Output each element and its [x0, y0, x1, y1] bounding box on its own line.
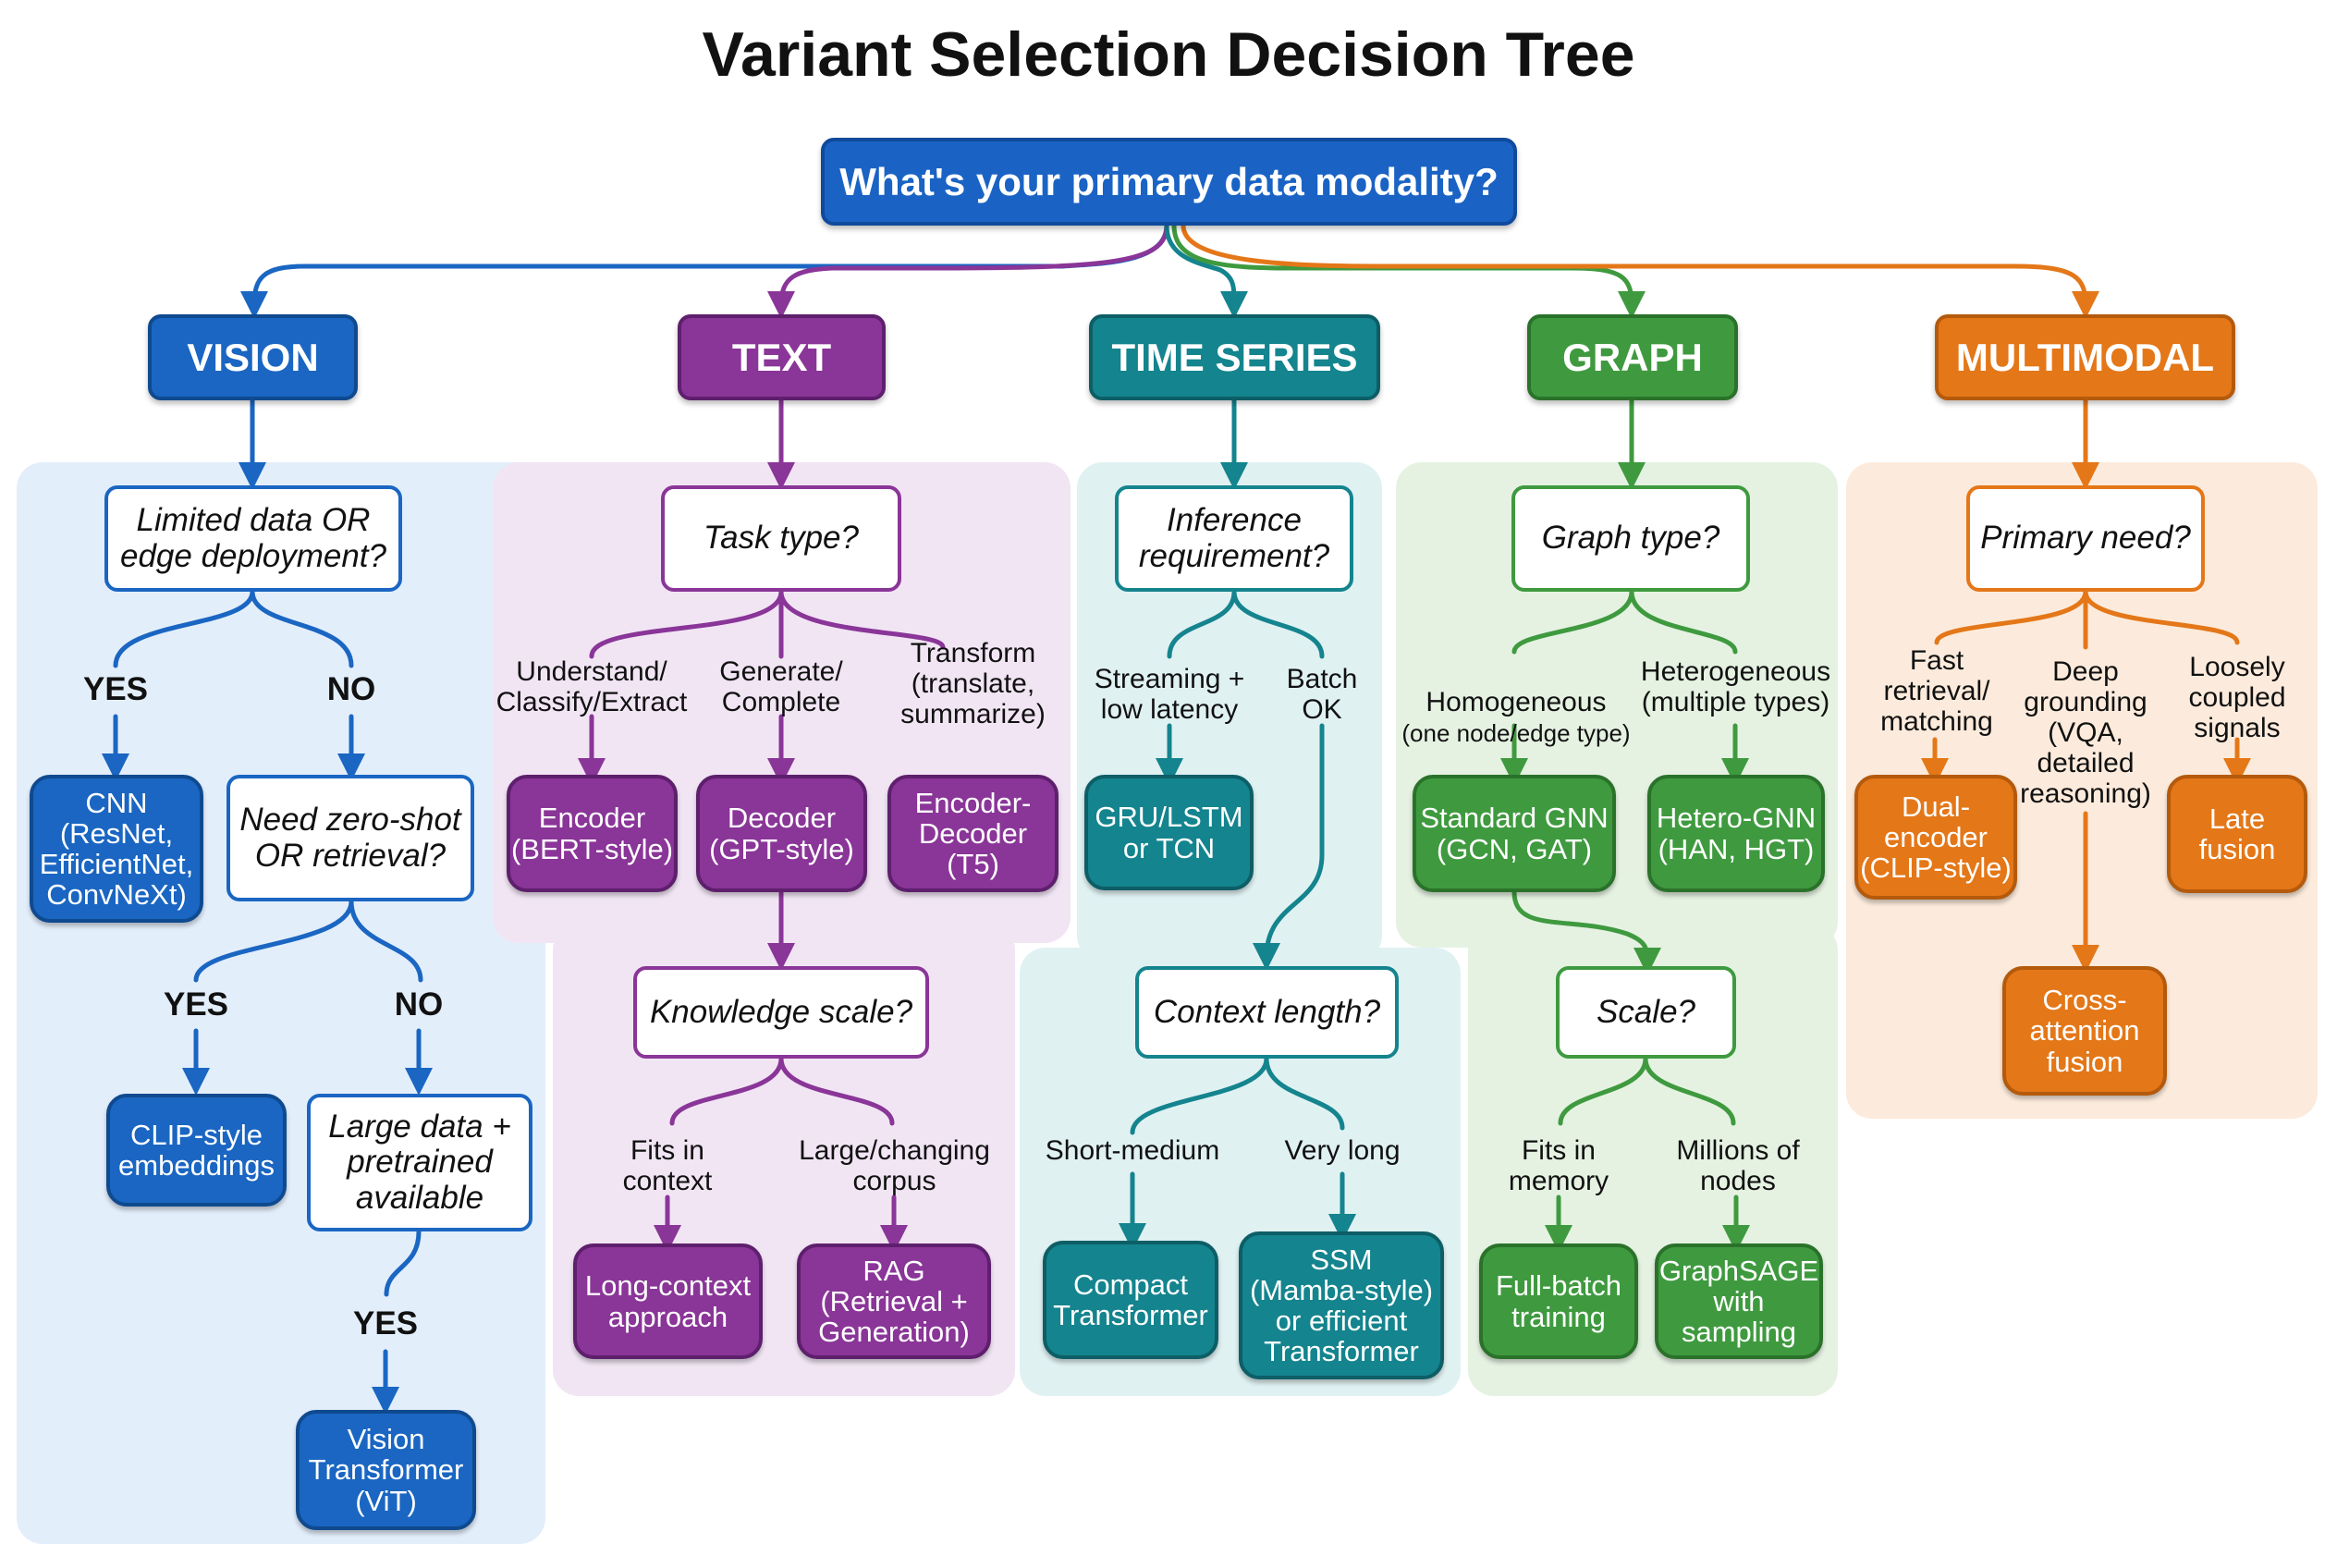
text-leaf-decoder: Decoder (GPT-style)	[696, 775, 867, 892]
root-question: What's your primary data modality?	[821, 138, 1517, 226]
edge-graph-std-q2	[1511, 889, 1661, 975]
graph-leaf-hetero-gnn: Hetero-GNN (HAN, HGT)	[1647, 775, 1825, 892]
edge-graph-q1-split	[1511, 589, 1738, 655]
category-vision: VISION	[148, 314, 358, 400]
vision-no-label-2: NO	[394, 986, 444, 1023]
graph-label-homogeneous: Homogeneous(one node/edge type)	[1401, 687, 1631, 747]
mm-question-primary-need: Primary need?	[1966, 485, 2205, 592]
category-multimodal: MULTIMODAL	[1935, 314, 2235, 400]
category-graph-label: GRAPH	[1562, 335, 1703, 379]
vision-leaf-cnn: CNN (ResNet, EfficientNet, ConvNeXt)	[30, 775, 203, 923]
mm-leaf-late-fusion: Late fusion	[2167, 775, 2307, 893]
text-label-understand: Understand/ Classify/Extract	[496, 656, 688, 717]
edge-ts-batch	[1253, 723, 1325, 971]
vision-panel	[17, 462, 545, 1544]
edge-vision-q2-split	[193, 899, 423, 983]
mm-leaf-cross-attention: Cross- attention fusion	[2002, 966, 2167, 1096]
graph-label-millions: Millions of nodes	[1676, 1135, 1800, 1196]
category-time-series: TIME SERIES	[1089, 314, 1380, 400]
graph-question-type: Graph type?	[1511, 485, 1750, 592]
ts-label-batch: Batch OK	[1286, 664, 1358, 725]
mm-label-deep-grounding: Deep grounding (VQA, detailed reasoning)	[2020, 656, 2151, 809]
text-label-fits-context: Fits in context	[622, 1135, 713, 1196]
vision-leaf-vit: Vision Transformer (ViT)	[296, 1410, 476, 1530]
edge-text-q2-split	[669, 1056, 895, 1126]
ts-question-inference: Inference requirement?	[1115, 485, 1353, 592]
category-text-label: TEXT	[731, 335, 832, 379]
category-graph: GRAPH	[1527, 314, 1738, 400]
text-leaf-encoder: Encoder (BERT-style)	[507, 775, 678, 892]
graph-label-fits-memory: Fits in memory	[1508, 1135, 1609, 1196]
category-time-series-label: TIME SERIES	[1111, 335, 1358, 379]
ts-question-context-length: Context length?	[1135, 966, 1399, 1059]
text-leaf-long-context: Long-context approach	[573, 1243, 763, 1359]
category-multimodal-label: MULTIMODAL	[1955, 335, 2215, 379]
ts-leaf-compact-transformer: Compact Transformer	[1043, 1241, 1218, 1359]
text-label-large-corpus: Large/changing corpus	[799, 1135, 990, 1196]
vision-no-label-1: NO	[326, 671, 376, 707]
graph-label-heterogeneous: Heterogeneous (multiple types)	[1640, 656, 1831, 717]
text-question-knowledge-scale: Knowledge scale?	[633, 966, 929, 1059]
vision-question-limited-data: Limited data OR edge deployment?	[104, 485, 402, 592]
edge-mm-q1-split	[1934, 589, 2240, 650]
graph-leaf-full-batch: Full-batch training	[1479, 1243, 1638, 1359]
text-leaf-encoder-decoder: Encoder- Decoder (T5)	[887, 775, 1058, 892]
text-question-task-type: Task type?	[661, 485, 901, 592]
edge-vision-q3-down	[384, 1229, 422, 1297]
edge-root-multimodal	[1181, 223, 2099, 319]
vision-question-zero-shot: Need zero-shot OR retrieval?	[226, 775, 474, 901]
category-text: TEXT	[678, 314, 886, 400]
ts-label-short-medium: Short-medium	[1045, 1135, 1220, 1166]
vision-yes-label-2: YES	[163, 986, 229, 1023]
graph-label-homogeneous-sub: (one node/edge type)	[1401, 719, 1631, 747]
mm-leaf-dual-encoder: Dual- encoder (CLIP-style)	[1854, 775, 2017, 900]
edge-ts-q1-split	[1167, 589, 1325, 659]
mm-label-fast-retrieval: Fast retrieval/ matching	[1880, 645, 1993, 737]
root-question-label: What's your primary data modality?	[839, 159, 1499, 203]
ts-label-streaming: Streaming + low latency	[1094, 664, 1245, 725]
edge-root-timeseries	[1164, 223, 1248, 319]
diagram-title: Variant Selection Decision Tree	[702, 19, 1635, 90]
ts-leaf-ssm: SSM (Mamba-style) or efficient Transform…	[1239, 1231, 1444, 1379]
ts-label-very-long: Very long	[1284, 1135, 1401, 1166]
category-vision-label: VISION	[187, 335, 319, 379]
text-label-transform: Transform (translate, summarize)	[900, 638, 1046, 729]
edge-graph-q2-split	[1558, 1056, 1736, 1126]
text-leaf-rag: RAG (Retrieval + Generation)	[797, 1243, 991, 1359]
edge-root-text	[767, 223, 1169, 319]
vision-question-large-data: Large data + pretrained available	[307, 1094, 532, 1231]
edge-text-q1-split	[589, 589, 946, 659]
edge-vision-q1-split	[113, 589, 354, 668]
vision-yes-label-1: YES	[82, 671, 149, 707]
ts-leaf-gru-lstm: GRU/LSTM or TCN	[1084, 775, 1254, 890]
graph-question-scale: Scale?	[1556, 966, 1736, 1059]
graph-leaf-graphsage: GraphSAGE with sampling	[1655, 1243, 1823, 1359]
graph-leaf-standard-gnn: Standard GNN (GCN, GAT)	[1413, 775, 1616, 892]
edge-ts-q2-split	[1130, 1056, 1345, 1135]
text-label-generate: Generate/ Complete	[719, 656, 843, 717]
vision-yes-label-3: YES	[352, 1305, 419, 1341]
mm-label-loosely-coupled: Loosely coupled signals	[2188, 652, 2286, 743]
vision-leaf-clip: CLIP-style embeddings	[106, 1094, 287, 1207]
edge-root-graph	[1171, 223, 1646, 319]
